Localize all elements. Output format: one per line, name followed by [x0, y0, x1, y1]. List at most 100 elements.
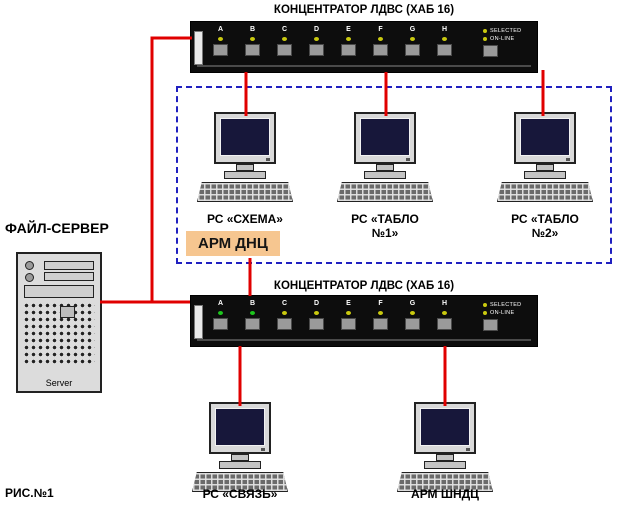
port-group: G	[405, 300, 420, 330]
port-connector	[245, 44, 260, 56]
power-dot	[406, 158, 410, 161]
port-group: A	[213, 300, 228, 330]
workstation-schema-label: РС «СХЕМА»	[207, 212, 283, 226]
port-letter: D	[313, 26, 320, 33]
drive-bay-icon	[44, 272, 94, 281]
indicator-row: ON-LINE	[483, 36, 537, 42]
screen	[220, 118, 270, 156]
port-led-icon	[410, 37, 415, 41]
workstation-svyaz	[190, 402, 290, 492]
port-group: D	[309, 300, 324, 330]
port-led-icon	[314, 37, 319, 41]
port-connector	[277, 44, 292, 56]
hub2-ports: A B C D E F G H	[213, 300, 452, 330]
port-letter: F	[378, 300, 383, 307]
port-led-icon	[378, 311, 383, 315]
monitor-base	[524, 171, 566, 179]
monitor-base	[224, 171, 266, 179]
port-letter: F	[378, 26, 383, 33]
keyboard-icon	[397, 472, 493, 492]
workstation-tablo1	[335, 112, 435, 202]
port-letter: B	[249, 26, 256, 33]
hub2-indicator-panel: SELECTED ON-LINE	[483, 302, 537, 331]
port-group: C	[277, 26, 292, 56]
port-connector	[341, 318, 356, 330]
indicator-row: ON-LINE	[483, 310, 537, 316]
workstation-tablo1-label: РС «ТАБЛО №1»	[351, 212, 419, 240]
figure-label: РИС.№1	[5, 486, 54, 500]
power-dot	[466, 448, 470, 451]
screen	[520, 118, 570, 156]
monitor-icon	[514, 112, 576, 164]
port-connector	[245, 318, 260, 330]
port-connector	[213, 318, 228, 330]
port-connector	[405, 318, 420, 330]
port-letter: H	[441, 26, 448, 33]
uplink-connector	[483, 45, 498, 57]
online-led-icon	[483, 311, 487, 315]
arm-dnc-label: АРМ ДНЦ	[186, 231, 280, 256]
drive-bay-wide-icon	[24, 285, 94, 298]
port-group: B	[245, 26, 260, 56]
monitor-stand	[231, 454, 249, 461]
port-letter: C	[281, 300, 288, 307]
selected-label: SELECTED	[490, 28, 522, 34]
selected-led-icon	[483, 29, 487, 33]
port-group: C	[277, 300, 292, 330]
power-dot	[261, 448, 265, 451]
port-letter: C	[281, 26, 288, 33]
monitor-icon	[214, 112, 276, 164]
screen	[420, 408, 470, 446]
port-led-icon	[250, 311, 255, 315]
keyboard-icon	[197, 182, 293, 202]
online-label: ON-LINE	[490, 36, 515, 42]
monitor-stand	[536, 164, 554, 171]
port-group: D	[309, 26, 324, 56]
port-connector	[437, 44, 452, 56]
hub1-indicator-panel: SELECTED ON-LINE	[483, 28, 537, 57]
screen	[360, 118, 410, 156]
port-connector	[437, 318, 452, 330]
key-lock-icon	[60, 306, 75, 318]
workstation-tablo2	[495, 112, 595, 202]
port-letter: D	[313, 300, 320, 307]
hub1-baseline	[197, 65, 531, 67]
monitor-stand	[376, 164, 394, 171]
vent-grid-icon	[23, 302, 95, 366]
monitor-stand	[436, 454, 454, 461]
monitor-base	[424, 461, 466, 469]
port-connector	[309, 44, 324, 56]
port-connector	[373, 44, 388, 56]
selected-label: SELECTED	[490, 302, 522, 308]
port-connector	[405, 44, 420, 56]
power-dot	[566, 158, 570, 161]
workstation-tablo2-label: РС «ТАБЛО №2»	[511, 212, 579, 240]
port-letter: G	[409, 26, 416, 33]
hub1-edge-strip	[194, 31, 203, 65]
hub1-ports: A B C D E F G H	[213, 26, 452, 56]
monitor-base	[219, 461, 261, 469]
port-group: F	[373, 300, 388, 330]
file-server-title: ФАЙЛ-СЕРВЕР	[5, 220, 109, 236]
hub2: A B C D E F G H SELECTED ON-LINE	[190, 295, 538, 347]
uplink-connector	[483, 319, 498, 331]
port-led-icon	[218, 37, 223, 41]
port-led-icon	[442, 37, 447, 41]
workstation-arm-shndc	[395, 402, 495, 492]
hub2-baseline	[197, 339, 531, 341]
workstation-schema	[195, 112, 295, 202]
port-led-icon	[314, 311, 319, 315]
monitor-stand	[236, 164, 254, 171]
hub2-title: КОНЦЕНТРАТОР ЛДВС (ХАБ 16)	[273, 280, 455, 292]
port-letter: H	[441, 300, 448, 307]
indicator-row: SELECTED	[483, 28, 537, 34]
online-led-icon	[483, 37, 487, 41]
port-letter: E	[346, 300, 351, 307]
port-connector	[373, 318, 388, 330]
port-group: A	[213, 26, 228, 56]
workstation-arm-shndc-label: АРМ ШНДЦ	[411, 487, 479, 501]
hub1-title: КОНЦЕНТРАТОР ЛДВС (ХАБ 16)	[273, 4, 455, 16]
port-led-icon	[346, 311, 351, 315]
workstation-svyaz-label: РС «СВЯЗЬ»	[202, 487, 278, 501]
monitor-icon	[414, 402, 476, 454]
